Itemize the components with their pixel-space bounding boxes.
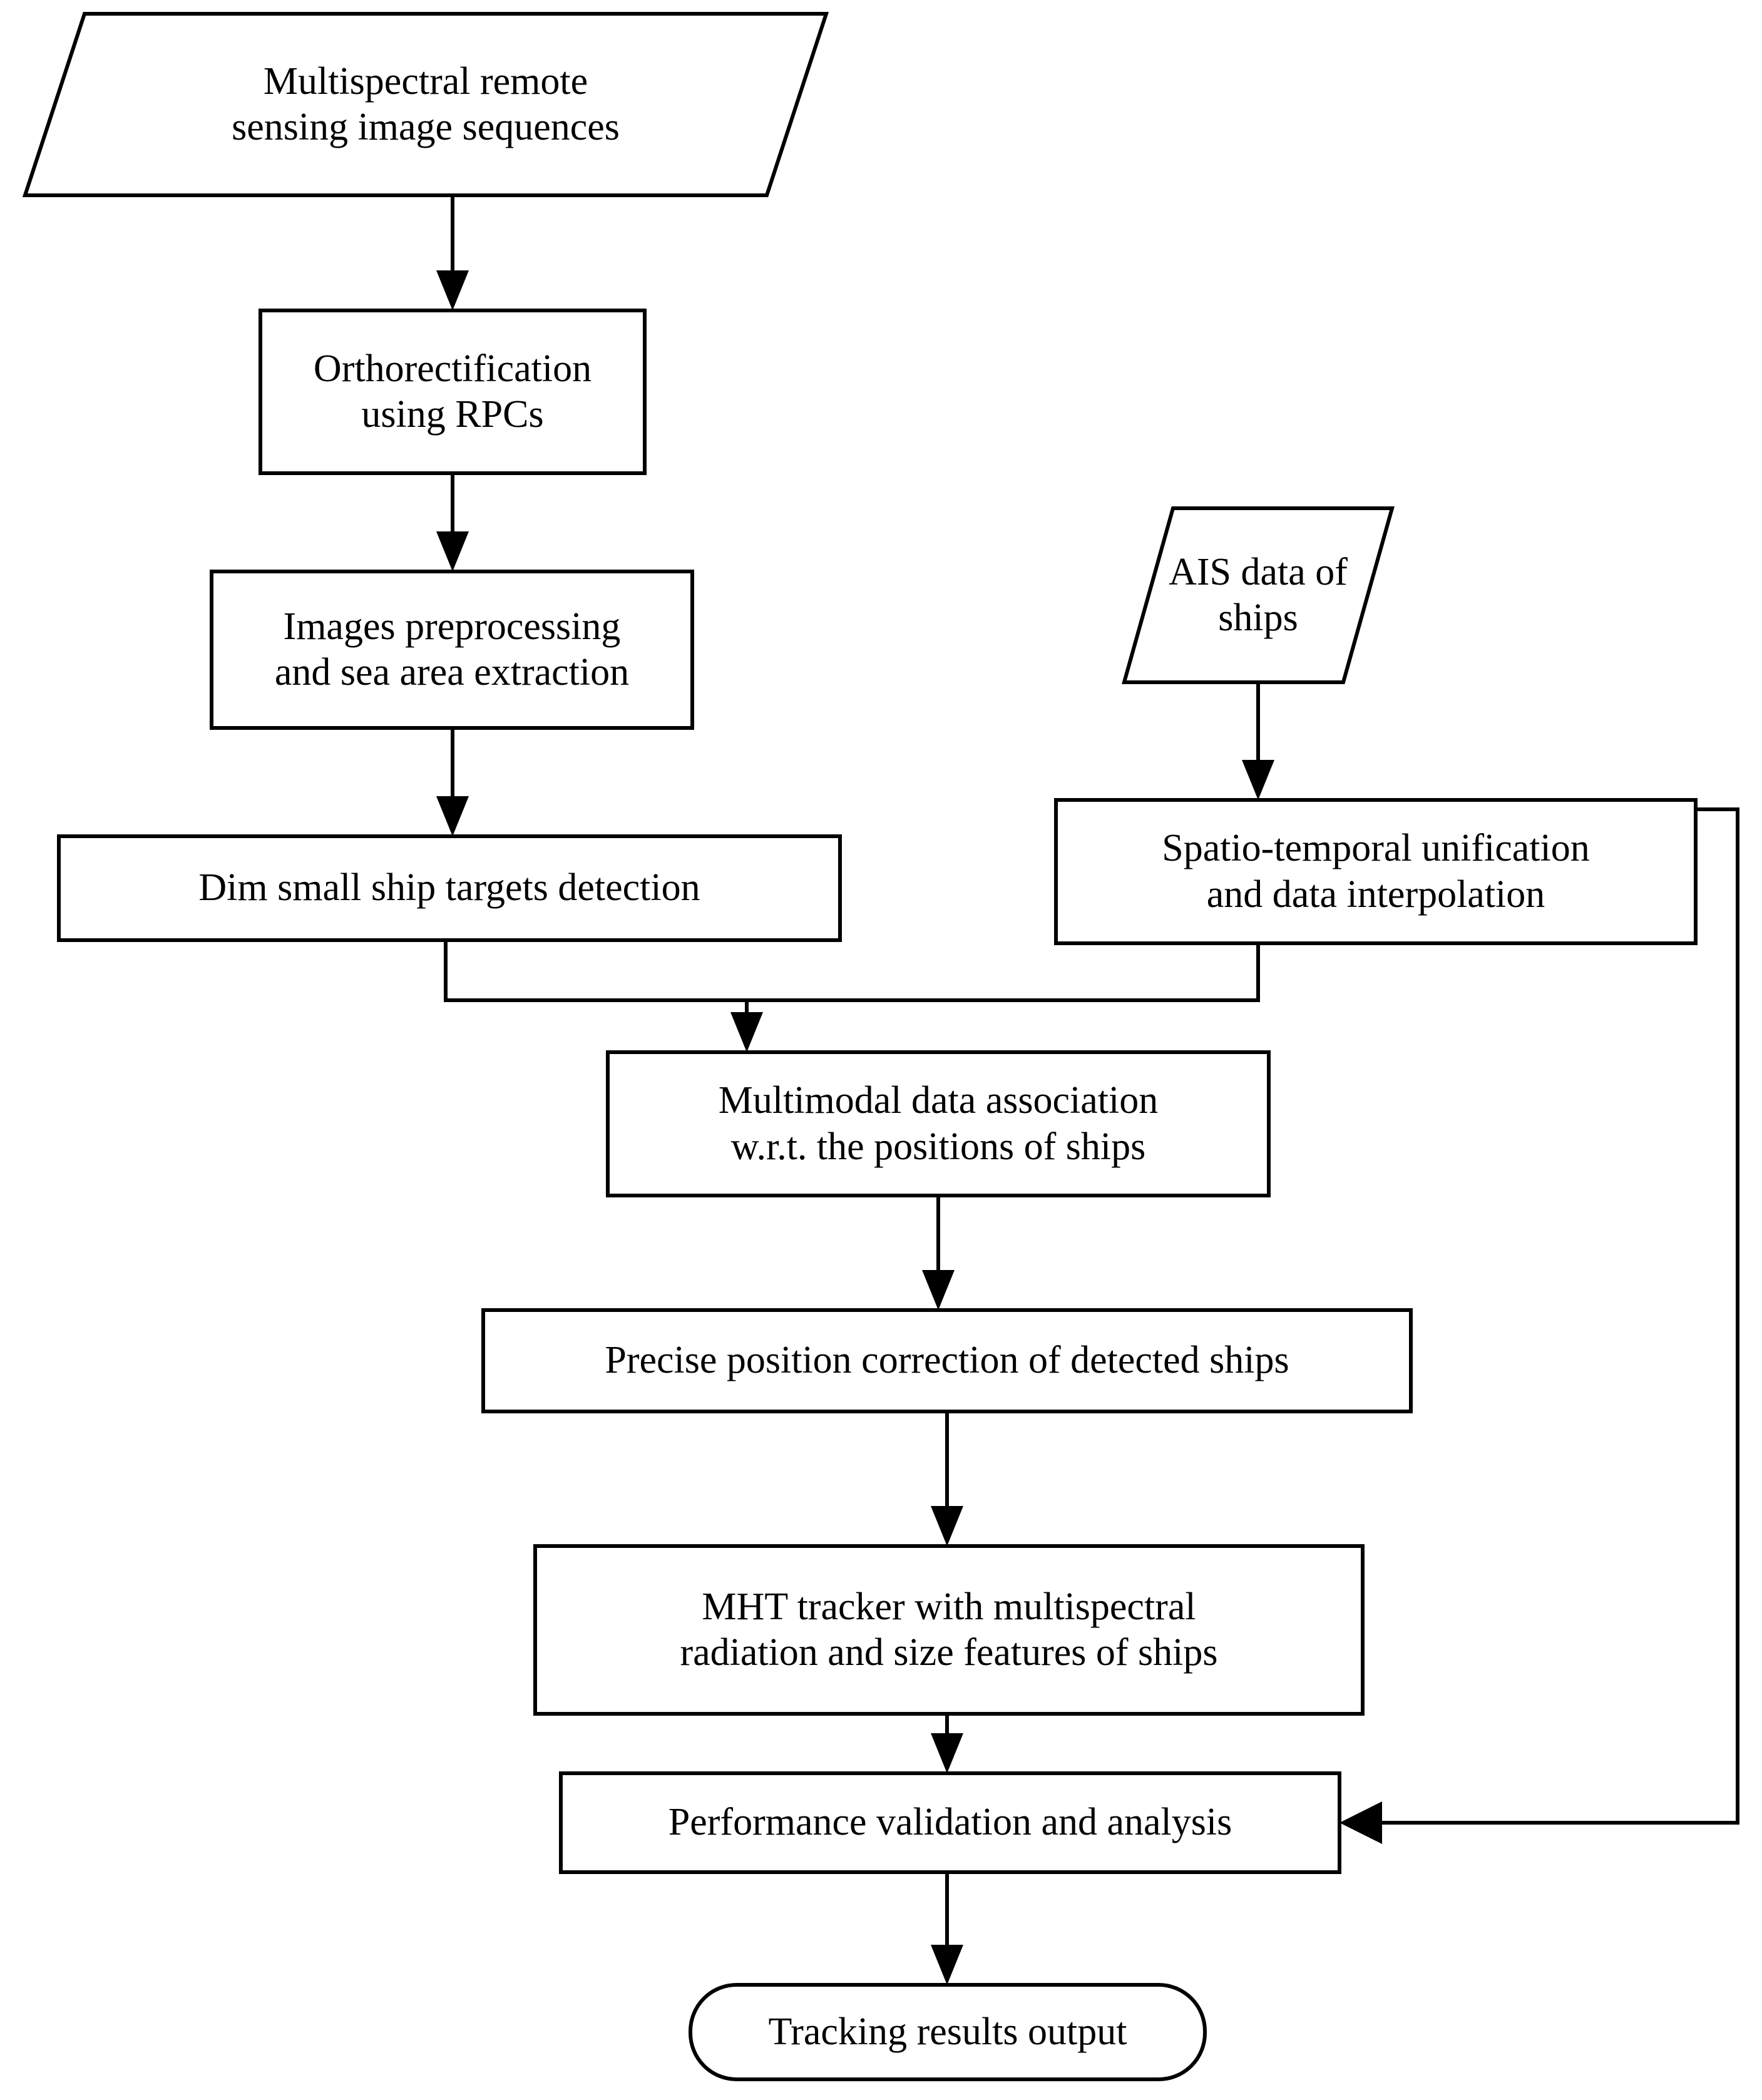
edge-spatio-feedback-to-validation [1361, 807, 1739, 1825]
edge-spatio-to-merge [747, 943, 1260, 1002]
node-mht-tracker-rect[interactable] [533, 1544, 1365, 1716]
node-dim-ship-detection[interactable] [57, 834, 842, 942]
node-preprocessing[interactable] [210, 570, 694, 730]
node-spatio-temporal-rect[interactable] [1054, 798, 1698, 945]
node-multimodal-association-rect[interactable] [606, 1050, 1271, 1197]
node-mht-tracker[interactable] [533, 1544, 1365, 1716]
edge-ais-to-spatio-arrowhead [1242, 760, 1274, 800]
node-tracking-output[interactable] [689, 1983, 1207, 2081]
edge-spatio-feedback-to-validation-arrowhead [1339, 1801, 1382, 1844]
node-ais-input-parallelogram[interactable] [1122, 506, 1395, 684]
node-multimodal-association[interactable] [606, 1050, 1271, 1197]
edge-validation-to-output-arrowhead [931, 1945, 963, 1985]
node-position-correction-rect[interactable] [481, 1308, 1413, 1413]
edge-preprocessing-to-detection-arrowhead [436, 796, 469, 836]
node-tracking-output-rounded-rect[interactable] [689, 1983, 1207, 2081]
node-spatio-temporal[interactable] [1054, 798, 1698, 945]
edge-association-to-correction-arrowhead [922, 1270, 955, 1310]
node-multispectral-input-parallelogram[interactable] [22, 12, 829, 197]
node-position-correction[interactable] [481, 1308, 1413, 1413]
edge-mht-to-validation-arrowhead [931, 1733, 963, 1773]
node-multispectral-input[interactable] [22, 12, 829, 197]
node-performance-validation-rect[interactable] [559, 1771, 1341, 1874]
node-ais-input[interactable] [1122, 506, 1395, 684]
node-orthorectification[interactable] [259, 309, 647, 475]
edge-correction-to-mht-arrowhead [931, 1506, 963, 1546]
node-orthorectification-rect[interactable] [259, 309, 647, 475]
node-dim-ship-detection-rect[interactable] [57, 834, 842, 942]
edge-input-to-ortho-arrowhead [436, 270, 469, 310]
edge-detection-to-merge [444, 940, 749, 1041]
edge-detection-to-merge-arrowhead [730, 1012, 763, 1052]
node-performance-validation[interactable] [559, 1771, 1341, 1874]
node-preprocessing-rect[interactable] [210, 570, 694, 730]
edge-ortho-to-preprocessing-arrowhead [436, 531, 469, 571]
